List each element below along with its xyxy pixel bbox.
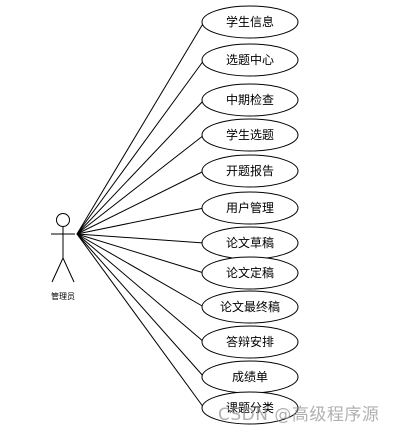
actor-label: 管理员 [51,291,75,301]
association-line [76,233,205,378]
use-case[interactable]: 开题报告 [201,154,299,188]
association-line [76,207,205,235]
use-case-ellipse [201,5,299,39]
use-case[interactable]: 成绩单 [201,360,299,394]
use-case-label: 选题中心 [226,52,274,67]
association-line [76,170,205,235]
use-case-label: 中期检查 [226,92,274,107]
use-case[interactable]: 用户管理 [201,191,299,225]
association-line [76,134,205,235]
use-case[interactable]: 论文草稿 [201,226,299,260]
association-line [76,233,205,343]
use-case-ellipse [201,118,299,152]
use-case-ellipse [201,391,299,425]
use-case-label: 学生选题 [226,127,274,142]
actor-head [56,213,70,227]
association-line [76,21,205,235]
use-case[interactable]: 学生选题 [201,118,299,152]
use-case-label: 论文草稿 [226,235,274,250]
use-case-label: 论文最终稿 [220,299,280,314]
use-cases: 学生信息选题中心中期检查学生选题开题报告用户管理论文草稿论文定稿论文最终稿答辩安… [201,5,299,425]
use-case[interactable]: 论文定稿 [201,256,299,290]
use-case-ellipse [201,256,299,290]
use-case[interactable]: 选题中心 [201,43,299,77]
use-case-ellipse [201,83,299,117]
use-case-label: 成绩单 [232,370,268,384]
association-line [76,233,205,274]
use-case[interactable]: 答辩安排 [201,325,299,359]
actor-left-leg [51,257,64,283]
use-case-ellipse [201,290,299,324]
use-case[interactable]: 学生信息 [201,5,299,39]
use-case-ellipse [201,191,299,225]
association-line [76,59,205,235]
use-case-label: 用户管理 [226,200,274,215]
use-case-ellipse [201,154,299,188]
use-case[interactable]: 论文最终稿 [201,290,299,324]
association-lines [76,21,205,409]
use-case[interactable]: 课题分类 [201,391,299,425]
use-case-ellipse [201,325,299,359]
use-case-label: 学生信息 [226,14,274,29]
association-line [76,99,205,235]
use-case-ellipse [201,43,299,77]
association-line [76,233,205,409]
use-case-label: 开题报告 [226,163,274,178]
actor-administrator[interactable]: 管理员 [51,213,75,302]
use-case-label: 论文定稿 [226,265,274,280]
association-line [76,233,205,244]
use-case[interactable]: 中期检查 [201,83,299,117]
association-line [76,233,205,308]
watermark: CSDN @高级程序源 [218,405,380,425]
actor-right-leg [62,257,75,283]
use-case-label: 课题分类 [226,401,274,415]
use-case-label: 答辩安排 [226,334,274,349]
